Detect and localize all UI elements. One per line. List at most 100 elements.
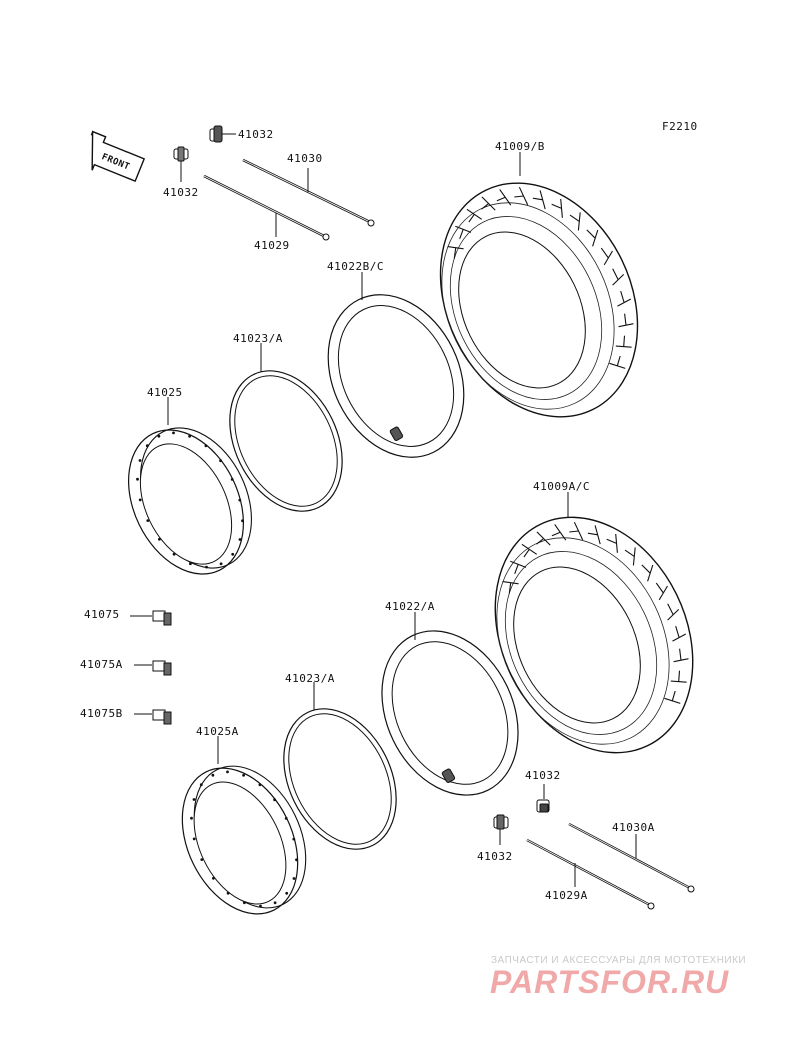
label-41032-d: 41032 <box>477 850 513 863</box>
tread-mark <box>641 564 654 582</box>
rim-hole <box>212 876 215 880</box>
wheel-rim-part <box>128 427 252 575</box>
rim-hole <box>192 798 196 801</box>
rim-band-part <box>229 370 343 512</box>
rim-hole <box>292 837 296 841</box>
rim-hole <box>273 798 276 802</box>
rim-hole <box>219 459 223 463</box>
rim-hole <box>138 498 142 502</box>
valve-part <box>130 610 172 626</box>
inner-tube-part <box>381 630 519 796</box>
label-41029a: 41029A <box>545 889 588 902</box>
rim-hole <box>242 773 246 777</box>
tread-mark <box>586 229 599 247</box>
watermark-logo: PARTSFOR.RU <box>490 964 729 1000</box>
rim-hole <box>136 477 139 481</box>
valve-cap-part <box>536 784 550 813</box>
tread-mark <box>502 581 519 594</box>
watermark-tagline: ЗАПЧАСТИ И АКСЕССУАРЫ ДЛЯ МОТОТЕХНИКИ <box>491 955 746 966</box>
rim-hole <box>172 431 175 435</box>
tread-mark <box>481 196 496 211</box>
valve-cap-part <box>173 146 189 182</box>
label-41025a: 41025A <box>196 725 239 738</box>
valve-cap-part <box>209 125 236 143</box>
label-41032-c: 41032 <box>525 769 561 782</box>
tread-mark <box>612 268 625 286</box>
rim-hole <box>238 498 242 502</box>
tread-mark <box>672 625 687 642</box>
tread-mark <box>466 208 483 223</box>
tread-mark <box>510 560 527 574</box>
label-41032-a: 41032 <box>238 128 274 141</box>
rim-hole <box>284 817 288 820</box>
tread-mark <box>455 225 472 239</box>
tread-mark <box>615 335 632 348</box>
tread-mark <box>521 543 538 558</box>
tread-mark <box>514 186 529 206</box>
valve-part <box>134 660 172 676</box>
valve-part <box>134 709 172 725</box>
tread-mark <box>609 355 626 369</box>
tread-mark <box>551 198 563 218</box>
tread-mark <box>606 533 618 553</box>
rim-hole <box>258 783 262 787</box>
label-41022b-c: 41022B/C <box>327 260 384 273</box>
diagram-code: F2210 <box>662 120 698 133</box>
rim-hole <box>146 519 150 522</box>
label-41023-a-upper: 41023/A <box>233 332 283 345</box>
tread-mark <box>670 670 687 683</box>
rim-hole <box>158 537 161 541</box>
label-41075b: 41075B <box>80 707 123 720</box>
rim-hole <box>273 901 277 905</box>
rim-hole <box>205 565 208 569</box>
label-41030a: 41030A <box>612 821 655 834</box>
tread-mark <box>673 648 689 663</box>
valve-cap-part <box>493 814 509 845</box>
front-tire-part <box>494 516 694 754</box>
rim-band-part <box>283 708 397 850</box>
label-41075a: 41075A <box>80 658 123 671</box>
rim-hole <box>172 552 176 556</box>
rim-hole <box>138 459 142 462</box>
tread-mark <box>569 521 584 541</box>
tread-mark <box>618 313 634 328</box>
tread-mark <box>447 246 464 259</box>
tread-mark <box>532 190 546 210</box>
label-41022-a: 41022/A <box>385 600 435 613</box>
rim-hole <box>190 816 193 820</box>
tread-mark <box>536 531 551 546</box>
label-41030: 41030 <box>287 152 323 165</box>
rim-hole <box>295 858 298 862</box>
rim-hole <box>192 837 196 841</box>
tread-mark <box>600 247 613 266</box>
label-41025: 41025 <box>147 386 183 399</box>
tread-mark <box>655 582 668 601</box>
rim-hole <box>238 538 242 541</box>
rim-hole <box>226 891 230 895</box>
rim-hole <box>204 444 208 448</box>
tread-mark <box>624 547 636 566</box>
wheel-rim-part <box>181 765 307 915</box>
rim-hole <box>145 444 149 448</box>
label-41032-b: 41032 <box>163 186 199 199</box>
rim-hole <box>285 891 289 895</box>
tread-mark <box>667 603 680 621</box>
rim-hole <box>259 904 262 908</box>
rim-hole <box>200 858 204 861</box>
label-41009a-c: 41009A/C <box>533 480 590 493</box>
rim-hole <box>157 434 161 438</box>
rim-hole <box>230 478 234 481</box>
rim-hole <box>231 552 235 556</box>
rim-hole <box>226 770 229 774</box>
label-41009-b: 41009/B <box>495 140 545 153</box>
tread-mark <box>496 189 512 206</box>
rim-hole <box>241 519 244 523</box>
label-41075: 41075 <box>84 608 120 621</box>
inner-tube-part <box>327 294 465 458</box>
front-arrow-icon: FRONT <box>90 130 146 183</box>
rim-hole <box>243 901 246 905</box>
tread-mark <box>664 690 681 704</box>
rear-tire-part <box>439 182 639 418</box>
